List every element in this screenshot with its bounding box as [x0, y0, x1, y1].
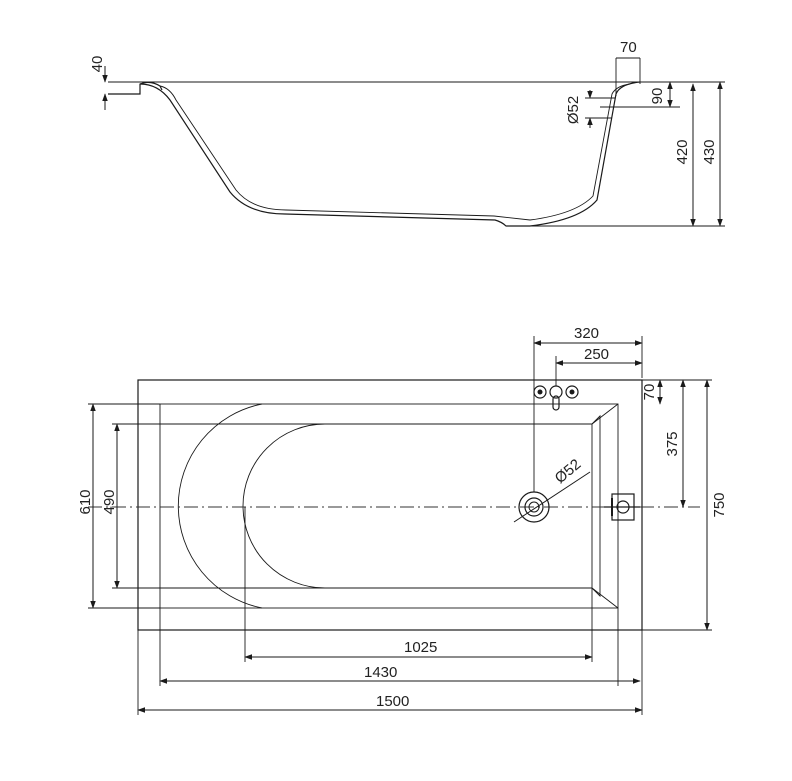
side-view: 40 70 Ø52 90 420 430 — [89, 39, 725, 227]
dim-drain-from-end: 320 — [574, 325, 599, 342]
dim-lip-width: 70 — [620, 39, 637, 56]
dim-inner-width-bottom: 490 — [101, 489, 118, 514]
dim-flat-bottom-length: 1025 — [404, 639, 437, 656]
overflow-fitting-icon — [604, 493, 640, 521]
dim-overflow-offset: 90 — [649, 88, 666, 105]
dim-inner-depth: 420 — [674, 139, 691, 164]
dim-inner-length: 1430 — [364, 664, 397, 681]
backrest-outer-arc — [177, 403, 263, 609]
dim-rim: 40 — [89, 56, 106, 73]
dim-tap-edge: 70 — [641, 384, 658, 401]
dim-total-length: 1500 — [376, 693, 409, 710]
dim-half-width: 375 — [664, 431, 681, 456]
dim-drain-diameter: Ø52 — [552, 456, 585, 487]
tub-outer-rim — [137, 379, 643, 631]
tap-set-icon — [533, 385, 579, 411]
dim-total-height: 430 — [701, 139, 718, 164]
dim-overflow-diameter: Ø52 — [565, 96, 582, 124]
dim-inner-width-top: 610 — [77, 489, 94, 514]
dim-tap-from-end: 250 — [584, 346, 609, 363]
dim-total-width: 750 — [711, 492, 728, 517]
backrest-inner-arc — [242, 423, 326, 589]
plan-view: 320 250 70 375 750 Ø52 610 490 1025 — [77, 325, 728, 715]
